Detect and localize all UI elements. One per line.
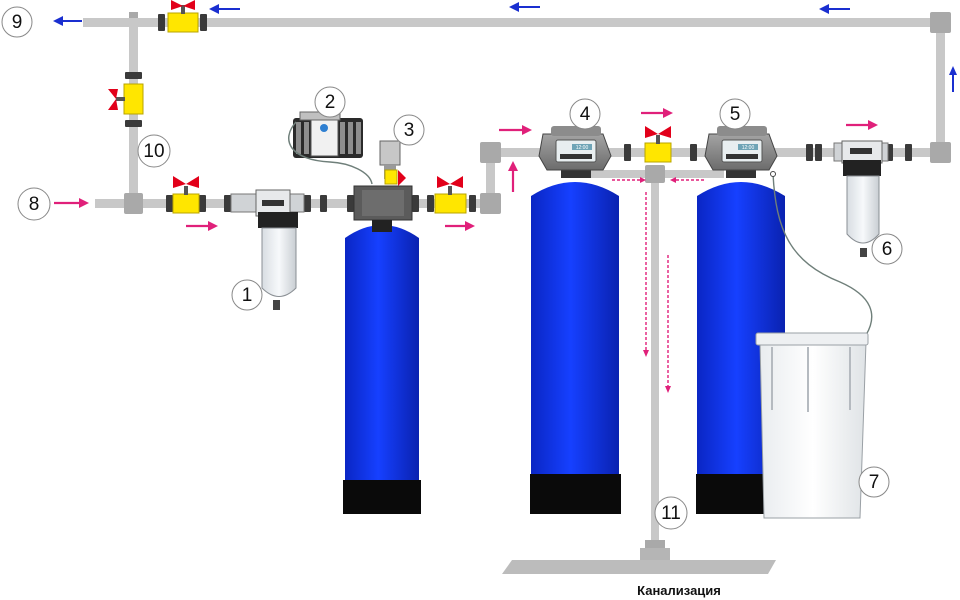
drain-flow-arrows bbox=[612, 177, 704, 393]
arrow-left-icon bbox=[509, 2, 540, 12]
drain-label: Канализация bbox=[637, 583, 721, 598]
callout-2-label: 2 bbox=[325, 92, 336, 113]
valve-between-softeners bbox=[644, 126, 672, 163]
callout-9-label: 9 bbox=[12, 12, 23, 33]
return-pipe-top bbox=[83, 18, 945, 27]
brine-tank-7 bbox=[755, 332, 869, 519]
pipe-couplings bbox=[124, 12, 951, 214]
arrow-right-icon bbox=[445, 221, 475, 231]
dashed-arrow-left-icon bbox=[612, 177, 646, 183]
callout-11-label: 11 bbox=[661, 503, 681, 524]
valve-top-return bbox=[167, 0, 199, 33]
dashed-arrow-right-icon bbox=[670, 177, 704, 183]
callout-5-label: 5 bbox=[730, 104, 741, 125]
callout-6-label: 6 bbox=[882, 239, 893, 260]
riser-pipe bbox=[486, 148, 495, 208]
arrow-left-icon bbox=[53, 16, 82, 26]
arrow-right-icon bbox=[54, 198, 89, 208]
arrow-right-icon bbox=[186, 221, 218, 231]
callout-1: 1 bbox=[231, 279, 263, 311]
callout-3: 3 bbox=[393, 114, 425, 146]
injector-3 bbox=[353, 140, 413, 221]
callout-9: 9 bbox=[1, 6, 33, 38]
softener-4: 12:00 bbox=[530, 126, 621, 514]
arrow-left-icon bbox=[819, 4, 850, 14]
callout-2: 2 bbox=[314, 86, 346, 118]
union-fittings bbox=[125, 14, 912, 212]
arrow-up-icon bbox=[949, 66, 957, 92]
controller-4-display: 12:00 bbox=[576, 145, 589, 151]
return-arrows bbox=[53, 2, 957, 92]
drain-down-pipe bbox=[651, 170, 659, 548]
filter-1 bbox=[230, 189, 305, 310]
callout-8: 8 bbox=[17, 187, 51, 221]
callout-5: 5 bbox=[719, 98, 751, 130]
arrow-right-icon bbox=[641, 108, 673, 118]
dosing-pump-2 bbox=[287, 111, 373, 185]
valve-bypass bbox=[108, 83, 144, 115]
callout-7: 7 bbox=[858, 466, 890, 498]
callout-8-label: 8 bbox=[29, 194, 40, 215]
controller-5-display: 12:00 bbox=[742, 145, 755, 151]
dashed-arrow-down-icon bbox=[643, 192, 649, 357]
flow-arrows bbox=[54, 108, 878, 231]
callout-10: 10 bbox=[137, 134, 171, 168]
arrow-left-icon bbox=[209, 4, 240, 14]
dashed-arrow-down-icon bbox=[665, 255, 671, 393]
drain-floor bbox=[502, 540, 776, 574]
return-pipe-right-riser bbox=[936, 18, 945, 154]
tank-1 bbox=[343, 220, 421, 514]
arrow-right-icon bbox=[499, 125, 532, 135]
callout-11: 11 bbox=[654, 496, 688, 530]
brine-line bbox=[772, 173, 873, 336]
callout-1-label: 1 bbox=[242, 285, 253, 306]
callout-4-label: 4 bbox=[580, 104, 591, 125]
callout-4: 4 bbox=[569, 98, 601, 130]
callout-6: 6 bbox=[871, 233, 903, 265]
callout-7-label: 7 bbox=[869, 472, 880, 493]
valve-after-pump bbox=[434, 176, 467, 214]
valve-inlet bbox=[172, 176, 200, 214]
filter-6 bbox=[833, 140, 889, 257]
arrow-right-icon bbox=[846, 120, 878, 130]
arrow-up-icon bbox=[508, 161, 518, 192]
callout-10-label: 10 bbox=[143, 141, 164, 162]
callout-3-label: 3 bbox=[404, 120, 415, 141]
